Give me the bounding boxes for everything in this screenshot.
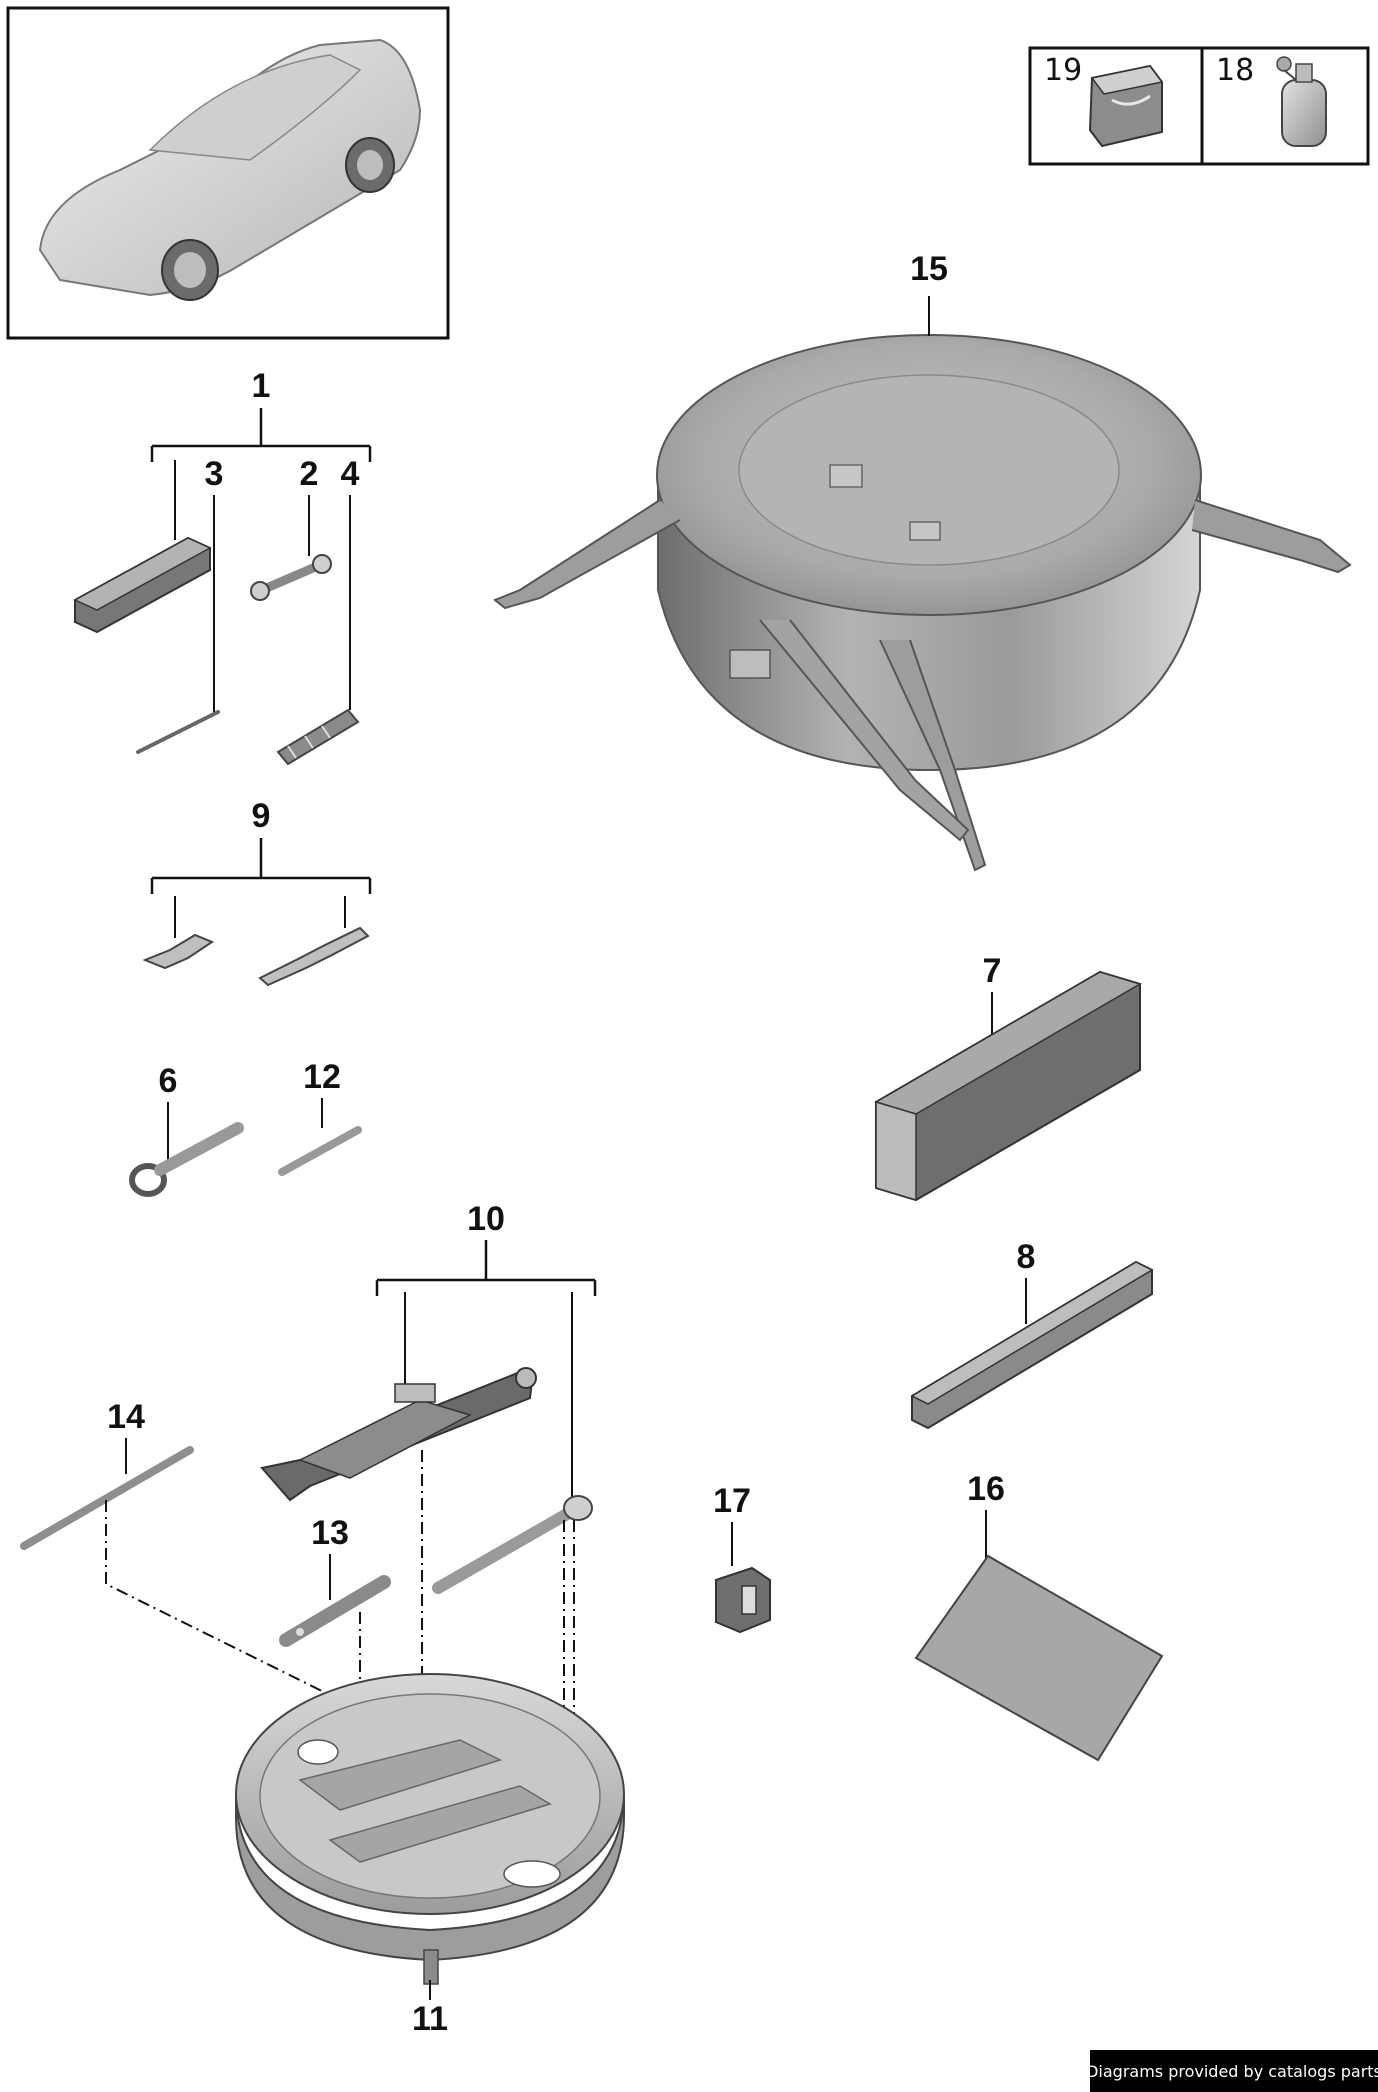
part-3-pin-tool xyxy=(136,710,220,754)
label-6: 6 xyxy=(159,1062,178,1100)
part-17-rubber-block xyxy=(715,1566,771,1634)
part-18-compressor-bottle xyxy=(1276,56,1327,147)
part-6-towing-eye xyxy=(129,1122,244,1197)
label-16: 16 xyxy=(967,1470,1005,1508)
part-12-pin xyxy=(278,1126,362,1176)
part-15-spare-wheel-bag xyxy=(493,334,1352,872)
part-1-tool-pouch xyxy=(73,536,212,634)
part-10-jack-handle xyxy=(432,1495,593,1594)
part-19-fuse-box xyxy=(1088,64,1164,148)
label-8: 8 xyxy=(1017,1238,1036,1276)
label-11: 11 xyxy=(412,2000,448,2038)
part-13-pin xyxy=(279,1575,391,1647)
label-15: 15 xyxy=(910,250,948,288)
label-1: 1 xyxy=(252,367,271,405)
part-7-box xyxy=(874,970,1142,1202)
label-2: 2 xyxy=(300,455,319,493)
part-4-screwdriver-bit xyxy=(276,708,360,766)
label-3: 3 xyxy=(205,455,224,493)
bracket-10 xyxy=(375,1240,597,1296)
label-14: 14 xyxy=(107,1398,145,1436)
label-9: 9 xyxy=(252,797,271,835)
label-10: 10 xyxy=(467,1200,505,1238)
label-17: 17 xyxy=(713,1482,751,1520)
inset-box-19-18: 19 18 xyxy=(1028,46,1370,166)
footer-credit-bar: Diagrams provided by catalogs parts xyxy=(1086,2050,1378,2092)
part-8-bar xyxy=(910,1260,1154,1430)
label-19: 19 xyxy=(1044,53,1082,88)
label-4: 4 xyxy=(341,455,360,493)
part-14-rod xyxy=(20,1446,194,1550)
label-18: 18 xyxy=(1216,53,1254,88)
part-16-sheet xyxy=(914,1554,1164,1762)
bracket-1 xyxy=(150,408,372,462)
part-9-bracket-left xyxy=(142,933,215,970)
label-12: 12 xyxy=(303,1058,341,1096)
part-11-tool-tray xyxy=(235,1673,625,1985)
label-13: 13 xyxy=(311,1514,349,1552)
part-9-bracket-right xyxy=(258,926,370,987)
part-10-scissor-jack xyxy=(260,1367,537,1502)
label-7: 7 xyxy=(983,952,1002,990)
vehicle-thumbnail xyxy=(6,6,450,340)
bracket-9 xyxy=(150,838,372,894)
footer-credit-text: Diagrams provided by catalogs parts xyxy=(1086,2062,1378,2081)
part-2-wrench xyxy=(250,554,332,601)
